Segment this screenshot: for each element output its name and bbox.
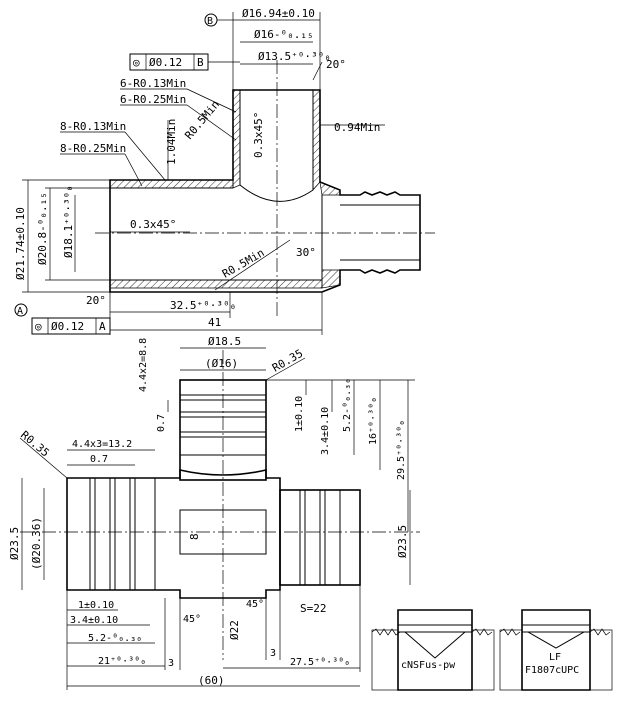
wall-094: 0.94Min (334, 121, 380, 134)
b-3b: 3 (270, 648, 276, 659)
w-07-top: 0.7 (156, 414, 167, 432)
dim-d21-74: Ø21.74±0.10 (14, 207, 27, 280)
t-5-2: 5.2-⁰₀.₃₀ (342, 378, 353, 432)
len-41: 41 (208, 316, 221, 329)
dim-d16: Ø16-⁰₀.₁₅ (254, 28, 314, 41)
branch-right-wall (312, 89, 321, 191)
radius-r05-bottom: R0.5Min (220, 246, 267, 280)
datum-a-label: A (17, 306, 23, 317)
dim-d16-paren: (Ø16) (205, 357, 238, 370)
top-branch (179, 379, 267, 481)
t-16: 16⁺⁰·³⁰₀ (368, 397, 379, 445)
dim-d20-36: (Ø20.36) (30, 517, 43, 570)
angle-45-b: 45° (246, 599, 264, 610)
dim-8: 8 (188, 533, 201, 540)
b-3-4: 3.4±0.10 (70, 615, 118, 626)
w-07-left: 0.7 (90, 454, 108, 465)
angle-30: 30° (296, 246, 316, 259)
angle-20-bottom: 20° (86, 294, 106, 307)
datum-b-label: B (207, 16, 213, 27)
chamfer-top: 0.3x45° (252, 112, 265, 158)
len-104: 1.04Min (165, 119, 178, 165)
rib-top: 4.4x2=8.8 (138, 338, 149, 392)
marking-right: LF F1807cUPC (499, 609, 613, 691)
t-29-5: 29.5⁺⁰·³⁰₀ (396, 420, 407, 480)
section-view: Ø16.94±0.10 Ø16-⁰₀.₁₅ Ø13.5⁺⁰·³⁰₀ B ◎ Ø0… (14, 7, 435, 335)
chamfer-left: 0.3x45° (130, 218, 176, 231)
tolerance-frame-a (31, 317, 111, 335)
run-bore (110, 187, 322, 281)
rib-left: 4.4x3=13.2 (72, 439, 132, 450)
t-3-4: 3.4±0.10 (320, 407, 331, 455)
b-60: (60) (198, 674, 225, 687)
len-32-5: 32.5⁺⁰·³⁰₀ (170, 299, 236, 312)
dim-d16-94: Ø16.94±0.10 (242, 7, 315, 20)
b-21: 21⁺⁰·³⁰₀ (98, 656, 146, 667)
mark-nsf: cNSFus-pw (401, 660, 456, 671)
angle-45-a: 45° (183, 614, 201, 625)
b-1: 1±0.10 (78, 600, 114, 611)
b-27-5: 27.5⁺⁰·³⁰₀ (290, 657, 350, 668)
mark-f1807: F1807cUPC (525, 665, 579, 676)
fitting-outer-contour (109, 89, 421, 293)
dim-d23-5-right: Ø23.5 (396, 525, 409, 558)
b-5-2: 5.2-⁰₀.₃₀ (88, 633, 142, 644)
radius-r05-top: R0.5Min (182, 98, 222, 142)
datum-a-circle (14, 303, 28, 317)
dim-d18-5: Ø18.5 (208, 335, 241, 348)
run-lower-wall (109, 279, 323, 289)
marking-left: cNSFus-pw (371, 609, 495, 691)
t-1: 1±0.10 (294, 396, 305, 432)
center-flat (179, 509, 267, 555)
dim-d22: Ø22 (228, 620, 241, 640)
dim-d18-1: Ø18.1⁺⁰·³⁰₀ (62, 185, 75, 258)
s-22: S=22 (300, 602, 327, 615)
radius-6-r013: 6-R0.13Min (120, 77, 186, 90)
dim-d13-5: Ø13.5⁺⁰·³⁰₀ (258, 50, 331, 63)
angle-20-top: 20° (326, 58, 346, 71)
radius-6-r025: 6-R0.25Min (120, 93, 186, 106)
tolerance-value-a: Ø0.12 (51, 320, 84, 333)
mark-lf: LF (549, 652, 561, 663)
tolerance-value-b: Ø0.12 (149, 56, 182, 69)
concentricity-symbol-a: ◎ (35, 320, 42, 333)
dim-d23-5-left: Ø23.5 (8, 527, 21, 560)
radius-8-r013: 8-R0.13Min (60, 120, 126, 133)
dim-d20-8: Ø20.8-⁰₀.₁₅ (36, 192, 49, 265)
tolerance-ref-a: A (99, 320, 106, 333)
outlet-bore (340, 204, 420, 261)
run-upper-wall (109, 179, 234, 189)
concentricity-symbol-b: ◎ (133, 56, 140, 69)
tee-body (66, 468, 281, 599)
outline-view: 4.4x2=8.8 Ø18.5 (Ø16) R0.35 0.7 1±0.10 3… (8, 335, 420, 690)
radius-r035-left: R0.35 (18, 428, 52, 459)
tolerance-ref-b: B (197, 56, 204, 69)
b-3a: 3 (168, 658, 174, 669)
radius-8-r025: 8-R0.25Min (60, 142, 126, 155)
branch-intersection-arc (239, 184, 314, 202)
